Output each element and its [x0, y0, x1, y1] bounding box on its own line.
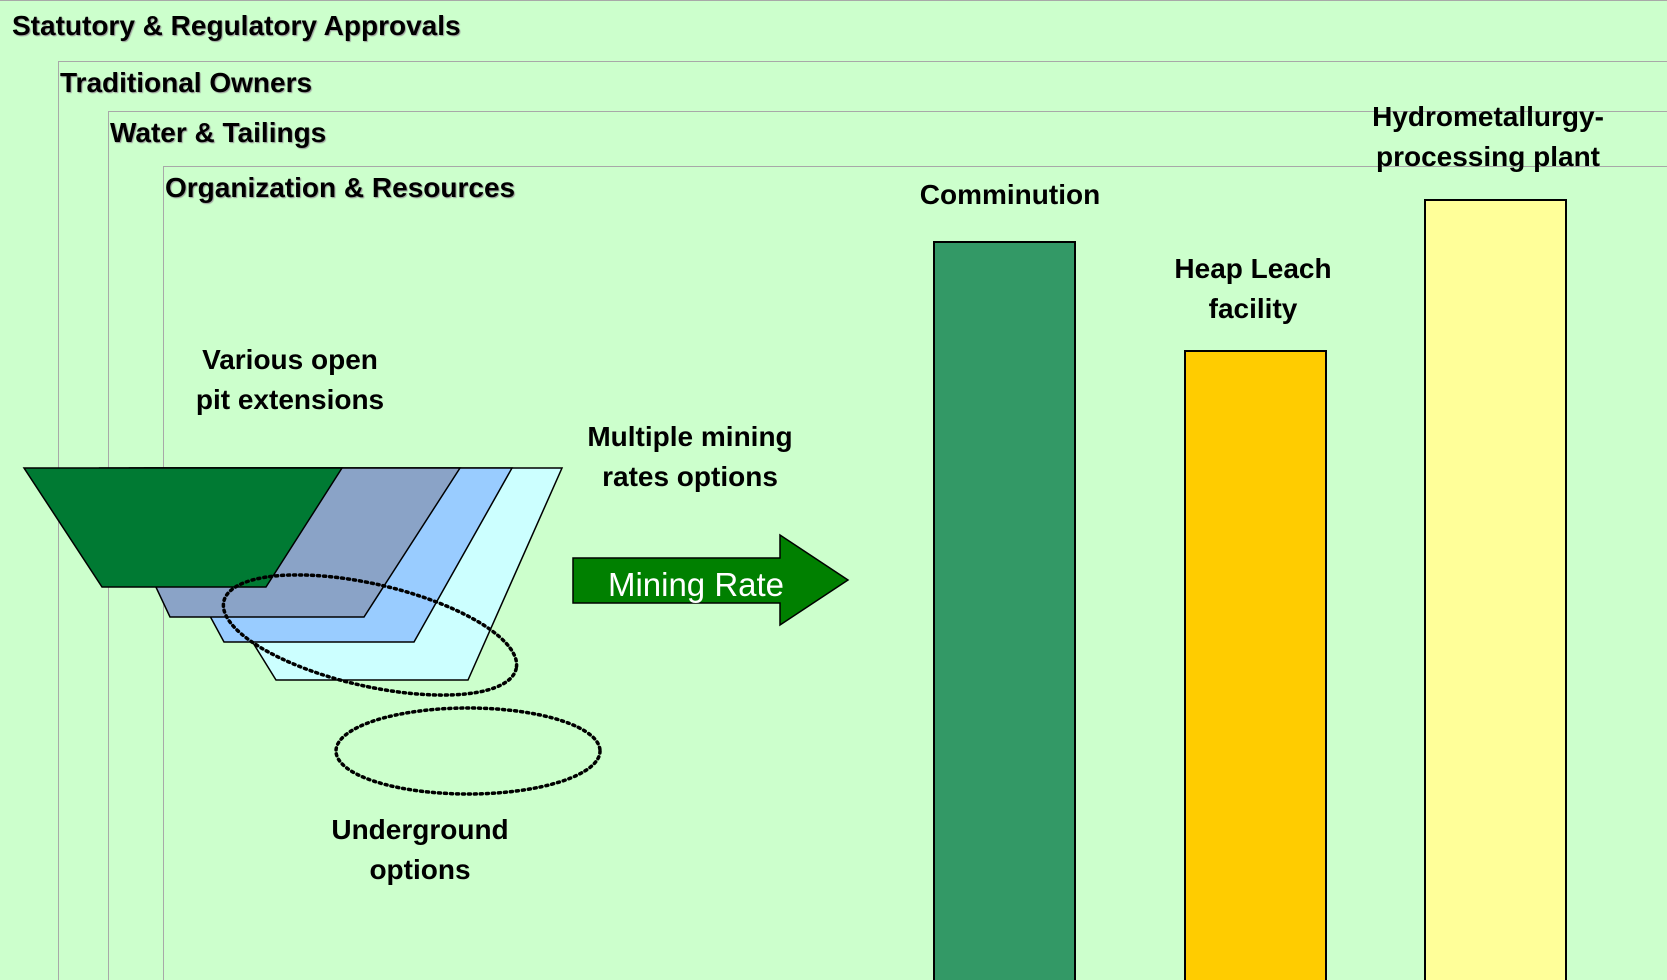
pit-green — [22, 467, 344, 588]
frame-traditional-owners-label: Traditional Owners — [60, 67, 313, 98]
heap-leach-label-line1: Heap Leach — [1174, 253, 1332, 284]
hydrometallurgy-bar — [1424, 199, 1567, 980]
underground-label: Underground options — [300, 810, 540, 890]
open-pit-label: Various open pit extensions — [170, 340, 410, 420]
open-pit-underground-ellipse — [221, 573, 519, 697]
hydrometallurgy-label-line1: Hydrometallurgy- — [1372, 101, 1604, 132]
multiple-rates-label: Multiple mining rates options — [570, 417, 810, 497]
mining-rate-arrow — [572, 533, 850, 627]
heap-leach-label-line2: facility — [1208, 293, 1298, 324]
underground-options-ellipse — [334, 706, 602, 796]
hydrometallurgy-label-line2: processing plant — [1375, 141, 1601, 172]
comminution-bar — [933, 241, 1076, 980]
frame-organization-resources-label: Organization & Resources — [165, 172, 516, 203]
heap-leach-label: Heap Leach facility — [1133, 249, 1373, 329]
underground-label-line2: options — [369, 854, 471, 885]
multiple-rates-label-line2: rates options — [602, 461, 778, 492]
frame-water-tailings-label: Water & Tailings — [110, 117, 327, 148]
open-pit-label-line2: pit extensions — [195, 384, 385, 415]
hydrometallurgy-label: Hydrometallurgy- processing plant — [1338, 97, 1638, 177]
open-pit-label-line1: Various open — [202, 344, 378, 375]
underground-label-line1: Underground — [331, 814, 509, 845]
frame-statutory-label: Statutory & Regulatory Approvals — [12, 10, 461, 41]
heap-leach-bar — [1184, 350, 1327, 980]
multiple-rates-label-line1: Multiple mining — [587, 421, 793, 452]
mining-rate-arrow-label: Mining Rate — [608, 566, 784, 603]
comminution-label: Comminution — [919, 179, 1101, 210]
